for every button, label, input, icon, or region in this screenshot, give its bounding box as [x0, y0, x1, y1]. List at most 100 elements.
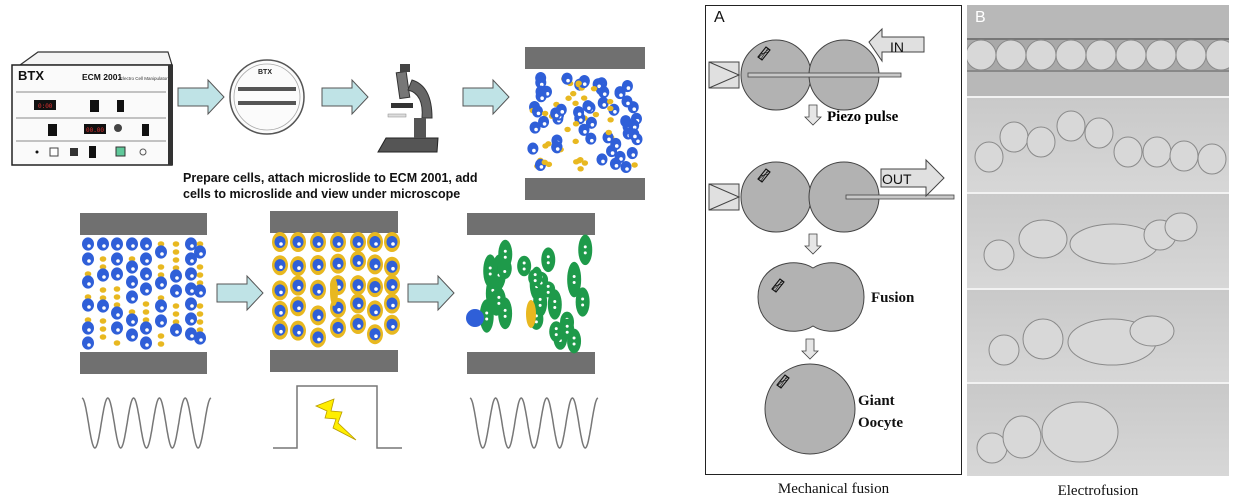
unfused-blue-cell [466, 309, 484, 327]
cell-nucleus [337, 308, 341, 312]
oocyte [1026, 126, 1056, 158]
oocyte [1164, 212, 1198, 242]
blue-cell [126, 237, 138, 251]
cell-nucleus [199, 291, 203, 295]
blue-cell [155, 245, 167, 259]
cell-nucleus [190, 304, 194, 308]
blue-cell [538, 115, 550, 128]
cell-nucleus [538, 297, 542, 301]
blue-cell [621, 80, 633, 93]
cell-nucleus [131, 297, 135, 301]
cell-nucleus [87, 259, 91, 263]
cell-nucleus [497, 295, 501, 299]
yellow-cell [172, 265, 180, 271]
blue-cell [531, 105, 543, 118]
blue-cell [614, 87, 626, 100]
blue-cell [155, 314, 167, 328]
cell-nucleus [532, 148, 536, 153]
cell-nucleus [87, 343, 91, 347]
chamber-fused-cells [466, 213, 595, 374]
blue-cell [126, 328, 138, 342]
yellow-cell [196, 319, 204, 325]
blue-cell [555, 103, 567, 116]
green-fused-cell [517, 255, 532, 277]
yellow-cell [128, 256, 136, 262]
blue-cell [535, 90, 547, 103]
yellow-cell [575, 80, 582, 86]
cell-nucleus [540, 96, 544, 101]
cell-nucleus [175, 291, 179, 295]
electrode-top [525, 47, 645, 69]
yellow-cell [570, 90, 577, 97]
blue-cell [621, 95, 633, 108]
panel-b-label: B [975, 9, 986, 26]
cell-nucleus [555, 147, 560, 151]
step-fusion: Fusion [871, 290, 915, 306]
yellow-cell [142, 301, 150, 307]
cell-nucleus [590, 122, 595, 127]
blue-cell [332, 257, 344, 270]
yellow-cell [99, 334, 107, 340]
cell-nucleus [619, 157, 623, 161]
cell-nucleus [607, 137, 611, 142]
cell-nucleus [583, 245, 587, 249]
blue-cell [386, 260, 398, 273]
blue-cell [610, 137, 622, 150]
cell-nucleus [632, 107, 637, 111]
blue-cell [578, 123, 590, 136]
chamber-pulsed-cells [270, 211, 400, 372]
cell-nucleus [554, 327, 558, 331]
flow-arrow-4 [216, 275, 264, 311]
yellow-cell [157, 272, 165, 278]
cell-nucleus [545, 92, 550, 96]
down-arrow-2 [804, 233, 822, 255]
ac-waveform-2 [469, 397, 599, 449]
yellow-cell [157, 295, 165, 301]
cell-nucleus [297, 285, 301, 290]
blue-cell [352, 254, 364, 267]
blue-cell [312, 331, 324, 344]
blue-cell [126, 275, 138, 289]
cell-nucleus [610, 151, 615, 155]
yellow-cell [142, 309, 150, 315]
blue-cell [274, 284, 286, 297]
yellow-cell [196, 327, 204, 333]
green-fused-cell [575, 287, 590, 317]
yellow-cell [84, 294, 92, 300]
oocyte [999, 121, 1029, 153]
blue-cell [140, 282, 152, 296]
blue-cell [140, 267, 152, 281]
blue-cell [170, 284, 182, 298]
green-fused-cell [498, 239, 513, 269]
electrode-bottom [270, 350, 398, 372]
oocyte [988, 334, 1020, 366]
cell-nucleus [317, 242, 321, 246]
yellow-cell [581, 160, 589, 166]
cell-nucleus [572, 281, 576, 285]
yellow-cell [84, 271, 92, 277]
mechanical-fusion-diagram: IN Piezo pulse OUT Fusion Giant Oocyte [708, 27, 955, 455]
cell-nucleus [102, 275, 106, 279]
electrode-bottom [467, 352, 595, 374]
yellow-cell [196, 311, 204, 317]
cell-nucleus [190, 244, 194, 248]
cell-nucleus [145, 289, 149, 293]
blue-cell [352, 317, 364, 331]
cell-nucleus [391, 285, 395, 289]
blue-cell [140, 321, 152, 335]
cell-nucleus [116, 259, 120, 263]
blue-cell [535, 76, 547, 89]
injection-pipette [845, 194, 955, 200]
oocyte [974, 141, 1004, 173]
blue-cell [578, 76, 590, 89]
oocyte [976, 432, 1008, 464]
device-brand: BTX [18, 68, 44, 83]
cell-nucleus [374, 242, 378, 246]
blue-cell [82, 336, 94, 350]
oocyte [1055, 39, 1087, 71]
cell-nucleus [391, 242, 395, 246]
blue-cell [332, 235, 344, 249]
panel-b-electrofusion: B [967, 5, 1229, 476]
blue-cell [111, 267, 123, 281]
yellow-cell [99, 264, 107, 270]
